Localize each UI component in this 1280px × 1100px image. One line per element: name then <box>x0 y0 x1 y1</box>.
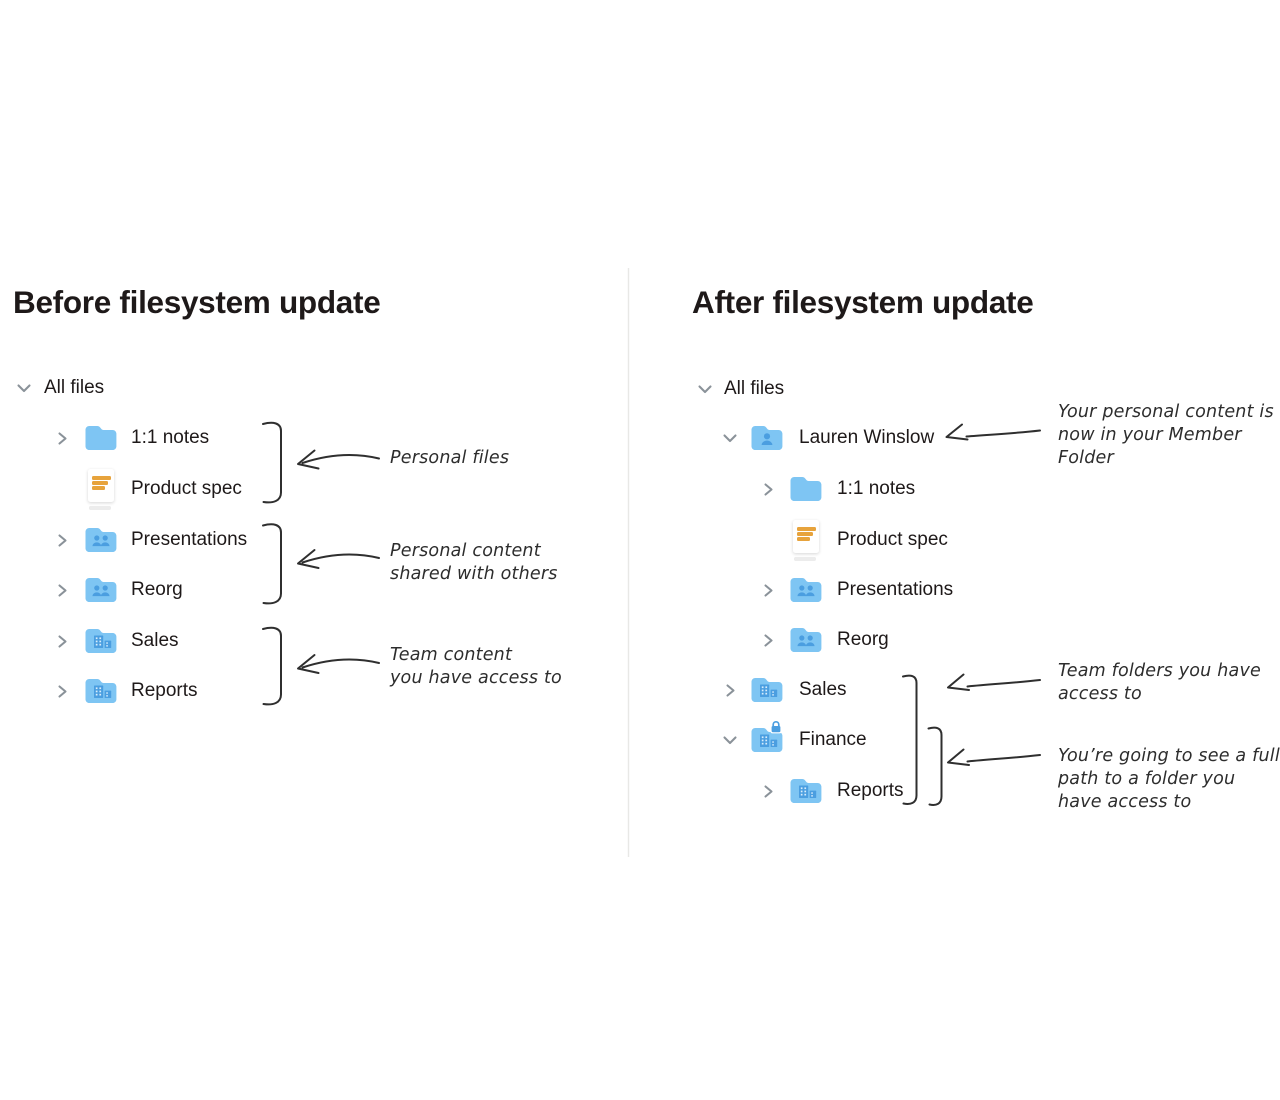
folder-shared-icon <box>789 573 823 603</box>
chevron-right-icon[interactable] <box>761 582 775 604</box>
folder-plain-icon <box>84 421 118 451</box>
tree-row-label: Presentations <box>131 529 248 550</box>
tree-row-label: Reorg <box>837 629 889 650</box>
annotation-text: You’re going to see a full path to a fol… <box>1058 746 1280 812</box>
arrow-personal-files <box>297 449 380 470</box>
folder-team-icon <box>84 624 118 654</box>
chevron-right-icon[interactable] <box>55 683 69 705</box>
tree-row-label: All files <box>44 377 105 398</box>
lock-badge-icon <box>770 720 782 734</box>
chevron-right-icon[interactable] <box>723 682 737 704</box>
folder-team-icon <box>750 673 784 703</box>
tree-row-label: 1:1 notes <box>131 427 210 448</box>
tree-row-reports[interactable]: Reports <box>754 776 1007 806</box>
folder-team-icon <box>789 774 823 804</box>
tree-row-reorg[interactable]: Reorg <box>48 575 301 605</box>
tree-row-finance[interactable]: Finance <box>716 720 969 755</box>
annotation-text: Personal content shared with others <box>390 541 558 584</box>
chevron-right-icon[interactable] <box>55 532 69 554</box>
tree-row-label: Sales <box>131 630 179 651</box>
panel-title-before: Before filesystem update <box>13 284 381 320</box>
chevron-right-icon[interactable] <box>55 582 69 604</box>
folder-shared-icon <box>789 623 823 653</box>
folder-shared-icon <box>84 523 118 553</box>
annotation-text: Team folders you have access to <box>1058 661 1261 704</box>
tree-row-label: All files <box>724 378 785 399</box>
tree-row-label: Sales <box>799 679 847 700</box>
annotation-text: Team content you have access to <box>390 645 562 688</box>
chevron-right-icon[interactable] <box>55 633 69 655</box>
folder-team-lock-icon <box>750 720 784 753</box>
tree-row-1-1-notes[interactable]: 1:1 notes <box>754 474 1007 504</box>
folder-team-icon <box>84 674 118 704</box>
tree-row-all-files[interactable]: All files <box>691 374 894 404</box>
annotation-text: Your personal content is now in your Mem… <box>1058 402 1274 468</box>
tree-row-label: Product spec <box>837 529 948 550</box>
tree-row-1-1-notes[interactable]: 1:1 notes <box>48 423 301 453</box>
folder-shared-icon <box>84 573 118 603</box>
tree-row-lauren-winslow[interactable]: Lauren Winslow <box>716 423 969 453</box>
tree-row-label: Lauren Winslow <box>799 427 935 448</box>
tree-row-sales[interactable]: Sales <box>48 626 301 656</box>
chevron-down-icon[interactable] <box>721 733 739 752</box>
chevron-right-icon[interactable] <box>761 481 775 503</box>
paper-doc-icon <box>792 520 820 561</box>
chevron-right-icon[interactable] <box>55 430 69 452</box>
chevron-down-icon[interactable] <box>721 431 739 450</box>
chevron-right-icon[interactable] <box>761 632 775 654</box>
tree-row-sales[interactable]: Sales <box>716 675 969 705</box>
panel-title-after: After filesystem update <box>692 284 1034 320</box>
tree-row-product-spec[interactable]: Product spec <box>78 469 301 510</box>
paper-doc-icon <box>87 469 115 510</box>
tree-row-presentations[interactable]: Presentations <box>48 525 301 555</box>
arrow-team-content <box>297 654 380 674</box>
chevron-down-icon[interactable] <box>15 381 33 400</box>
tree-row-presentations[interactable]: Presentations <box>754 575 1007 605</box>
tree-row-label: Presentations <box>837 579 954 600</box>
chevron-right-icon[interactable] <box>761 783 775 805</box>
tree-row-label: 1:1 notes <box>837 478 916 499</box>
tree-row-label: Reorg <box>131 579 183 600</box>
tree-row-label: Finance <box>799 729 867 750</box>
tree-row-reorg[interactable]: Reorg <box>754 625 1007 655</box>
arrow-personal-shared <box>297 549 380 569</box>
folder-plain-icon <box>789 472 823 502</box>
tree-row-label: Reports <box>837 780 904 801</box>
annotation-text: Personal files <box>390 448 510 468</box>
folder-member-icon <box>750 421 784 451</box>
tree-row-label: Product spec <box>131 478 242 499</box>
tree-row-label: Reports <box>131 680 198 701</box>
tree-row-product-spec[interactable]: Product spec <box>783 520 1007 561</box>
chevron-down-icon[interactable] <box>696 382 714 401</box>
tree-row-reports[interactable]: Reports <box>48 676 301 706</box>
tree-row-all-files[interactable]: All files <box>10 373 214 403</box>
